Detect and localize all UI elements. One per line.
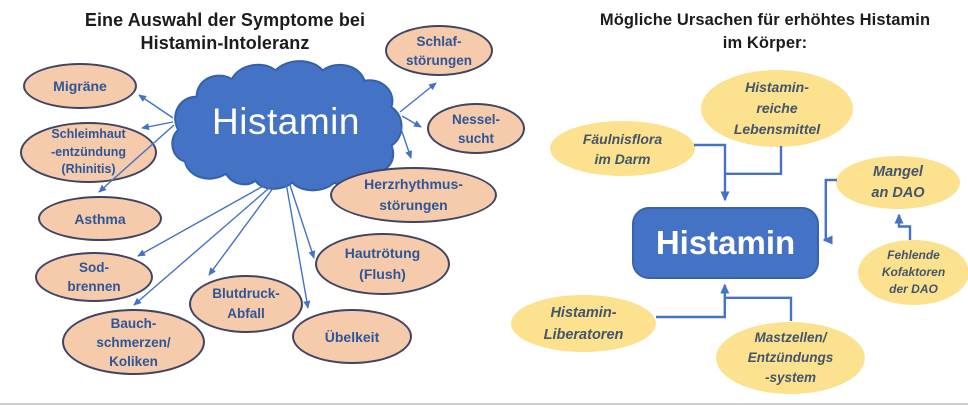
arrow-to-nesselsucht — [401, 115, 422, 128]
cause-node-fehlende-kofaktoren-dao: Fehlende Kofaktoren der DAO — [858, 240, 968, 305]
node-label: Asthma — [74, 210, 126, 227]
node-label: Koliken — [109, 353, 158, 369]
node-label: (Rhinitis) — [61, 162, 116, 177]
node-label: Abfall — [227, 306, 265, 321]
node-label: -entzündung — [51, 144, 126, 159]
node-label: Liberatoren — [543, 326, 624, 343]
connector-liberatoren-to-box — [656, 283, 730, 319]
connector-faeulnisflora-to-box — [694, 143, 730, 202]
node-label: Histamin- — [550, 304, 617, 321]
connector-mangel-dao-to-box — [822, 178, 837, 245]
node-label: Fäulnisflora — [582, 130, 663, 147]
cloud-center-label: Histamin — [212, 101, 360, 142]
cause-node-histaminreiche-lebensmittel: Histamin- reiche Lebensmittel — [701, 70, 853, 147]
symptom-node-migraene: Migräne — [23, 63, 137, 109]
node-label: Hautrötung — [344, 245, 421, 261]
node-label: Bauch- — [110, 315, 157, 331]
node-label: Migräne — [53, 78, 107, 94]
node-label: Schleimhaut — [51, 127, 126, 142]
cause-node-mastzellen-entzuendungssystem: Mastzellen/ Entzündungs -system — [716, 322, 865, 394]
node-label: Schlaf- — [416, 33, 462, 49]
arrow-to-schlafstoerungen — [399, 82, 437, 113]
node-label: Mangel — [873, 163, 923, 180]
symptom-node-nesselsucht: Nessel- sucht — [427, 103, 525, 154]
node-label: schmerzen/ — [96, 334, 171, 350]
symptom-node-uebelkeit: Übelkeit — [292, 309, 412, 364]
symptom-node-asthma: Asthma — [38, 196, 162, 241]
node-label: Blutdruck- — [212, 286, 280, 301]
node-label: Histamin- — [745, 79, 809, 95]
symptom-node-herzrhythmusstoerungen: Herzrhythmus- störungen — [330, 167, 497, 223]
arrow-to-migraene — [138, 94, 174, 119]
node-label: Kofaktoren — [881, 265, 946, 279]
node-label: Entzündungs — [747, 350, 834, 365]
cause-node-mangel-an-dao: Mangel an DAO — [836, 156, 960, 209]
left-title: Eine Auswahl der Symptome bei Histamin-I… — [40, 9, 410, 55]
node-label: -system — [764, 370, 817, 385]
node-label: brennen — [67, 279, 121, 294]
right-title-line1: Mögliche Ursachen für erhöhtes Histamin — [599, 11, 931, 29]
node-label: Nessel- — [451, 111, 501, 127]
left-title-line1: Eine Auswahl der Symptome bei — [84, 10, 366, 30]
symptom-node-sodbrennen: Sod- brennen — [35, 252, 153, 302]
node-label: Lebensmittel — [733, 121, 821, 137]
node-label: störungen — [406, 52, 472, 68]
node-label: der DAO — [889, 282, 938, 296]
histamin-box: Histamin — [632, 207, 819, 279]
symptom-node-schlafstoerungen: Schlaf- störungen — [385, 25, 493, 76]
node-label: reiche — [756, 100, 798, 116]
connector-mastzellen-join — [726, 296, 793, 321]
node-label: störungen — [379, 197, 448, 213]
symptom-node-schleimhautentzuendung: Schleimhaut -entzündung (Rhinitis) — [20, 122, 157, 183]
node-label: an DAO — [871, 184, 925, 201]
arrow-to-hautroetung — [286, 175, 316, 259]
arrow-to-herzrhythmus — [397, 119, 413, 159]
node-label: Herzrhythmus- — [364, 176, 463, 192]
symptom-node-hautroetung: Hautrötung (Flush) — [315, 233, 450, 295]
node-label: (Flush) — [359, 266, 406, 282]
node-label: Mastzellen/ — [754, 330, 827, 345]
node-label: Sod- — [79, 260, 109, 275]
node-label: sucht — [457, 130, 494, 146]
symptom-node-blutdruck-abfall: Blutdruck- Abfall — [189, 275, 303, 333]
connector-kofaktoren-to-mangel — [894, 213, 912, 240]
cause-node-histamin-liberatoren: Histamin- Liberatoren — [511, 295, 656, 352]
histamin-box-label: Histamin — [655, 224, 796, 261]
node-label: im Darm — [594, 150, 651, 167]
connector-lebensmittel-join — [724, 146, 783, 175]
left-title-line2: Histamin-Intoleranz — [140, 33, 310, 53]
node-label: Übelkeit — [324, 328, 380, 345]
right-title: Mögliche Ursachen für erhöhtes Histamin … — [575, 9, 955, 55]
symptom-node-bauchschmerzen: Bauch- schmerzen/ Koliken — [62, 309, 205, 375]
cause-node-faeulnisflora: Fäulnisflora im Darm — [550, 121, 695, 176]
arrow-to-schleimhaut — [141, 121, 174, 131]
right-title-line2: im Körper: — [722, 34, 808, 52]
arrow-to-blutdruck — [208, 175, 283, 276]
node-label: Fehlende — [887, 248, 940, 262]
